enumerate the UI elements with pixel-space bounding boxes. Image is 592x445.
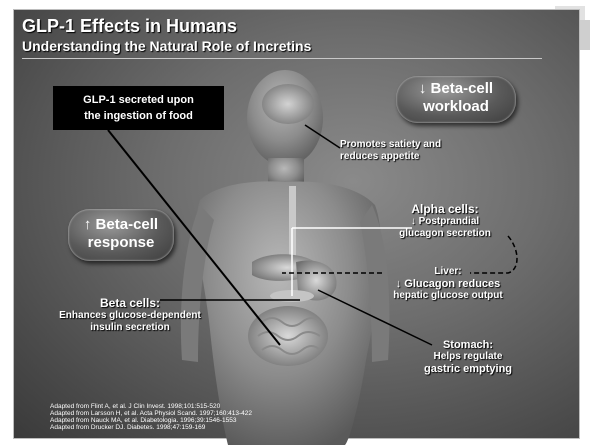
beta-cell-workload-pill: ↓ Beta-cell workload xyxy=(396,76,516,123)
slide-title: GLP-1 Effects in Humans xyxy=(22,16,237,37)
glp1-secretion-callout: GLP-1 secreted upon the ingestion of foo… xyxy=(53,86,224,130)
alpha-cells-label: Alpha cells: ↓ Postprandial glucagon sec… xyxy=(380,202,510,240)
response-line-1: ↑ Beta-cell xyxy=(68,216,174,234)
beta-cell-response-pill: ↑ Beta-cell response xyxy=(68,209,174,261)
workload-line-1: ↓ Beta-cell xyxy=(396,80,516,98)
brain-icon xyxy=(262,84,314,124)
reference-item: Adapted from Nauck MA, et al. Diabetolog… xyxy=(50,417,252,424)
intestines-icon xyxy=(248,306,328,366)
liver-line-1: ↓ Glucagon reduces xyxy=(378,278,518,290)
reference-item: Adapted from Flint A, et al. J Clin Inve… xyxy=(50,403,252,410)
alpha-title: Alpha cells: xyxy=(380,202,510,216)
title-divider xyxy=(22,58,542,59)
stomach-line-2: gastric emptying xyxy=(410,363,526,375)
satiety-line-1: Promotes satiety and xyxy=(340,139,480,151)
references-list: Adapted from Flint A, et al. J Clin Inve… xyxy=(50,403,252,431)
slide-subtitle: Understanding the Natural Role of Incret… xyxy=(22,38,311,54)
reference-item: Adapted from Drucker DJ. Diabetes. 1998;… xyxy=(50,424,252,431)
beta-cells-label: Beta cells: Enhances glucose-dependent i… xyxy=(40,296,220,334)
satiety-label: Promotes satiety and reduces appetite xyxy=(340,139,480,163)
liver-title: Liver: xyxy=(378,266,518,278)
alpha-line-1: ↓ Postprandial xyxy=(380,216,510,228)
reference-item: Adapted from Larsson H, et al. Acta Phys… xyxy=(50,410,252,417)
response-line-2: response xyxy=(68,234,174,252)
liver-label: Liver: ↓ Glucagon reduces hepatic glucos… xyxy=(378,266,518,302)
beta-line-2: insulin secretion xyxy=(40,322,220,334)
workload-line-2: workload xyxy=(396,98,516,116)
liver-line-2: hepatic glucose output xyxy=(378,290,518,302)
satiety-line-2: reduces appetite xyxy=(340,151,480,163)
stomach-title: Stomach: xyxy=(410,339,526,351)
stomach-label: Stomach: Helps regulate gastric emptying xyxy=(410,339,526,375)
callout-line-1: GLP-1 secreted upon xyxy=(53,92,224,108)
callout-line-2: the ingestion of food xyxy=(53,108,224,124)
stomach-line-1: Helps regulate xyxy=(410,351,526,363)
beta-title: Beta cells: xyxy=(40,296,220,310)
beta-line-1: Enhances glucose-dependent xyxy=(40,310,220,322)
alpha-line-2: glucagon secretion xyxy=(380,228,510,240)
